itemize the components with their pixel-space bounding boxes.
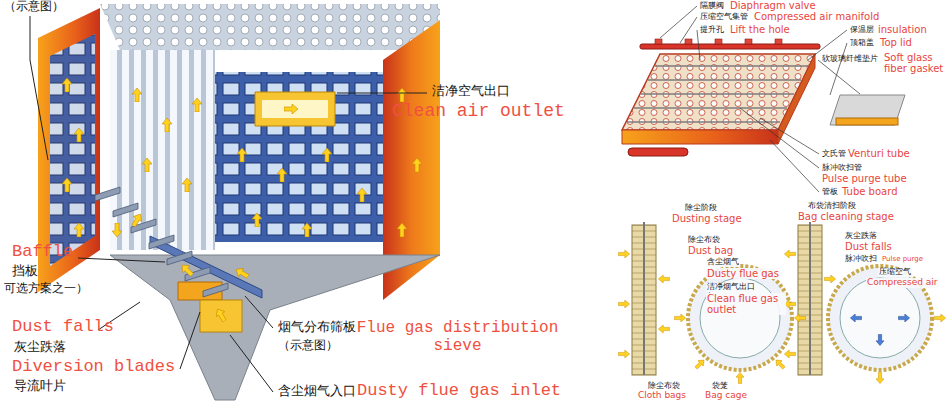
- part-label: 软玻璃纤维垫片: [822, 55, 878, 64]
- part-label: Venturi tube: [848, 148, 910, 159]
- part-label: 文氏管: [822, 150, 846, 159]
- part-label: 压缩空气集管: [700, 13, 748, 22]
- part-label: Dusty flue gas: [706, 268, 780, 279]
- part-label: Tube board: [842, 186, 897, 197]
- part-label: Diaphragm valve: [730, 0, 816, 11]
- part-label: Pulse purge: [882, 256, 923, 264]
- part-label: Dust bag: [688, 245, 733, 256]
- part-label: 提升孔: [700, 26, 724, 35]
- part-label: 含尘烟气入口: [278, 384, 356, 398]
- part-label: 含尘烟气: [706, 258, 740, 267]
- part-label: Diversion blades: [12, 358, 175, 377]
- part-label: 灰尘跌落: [14, 340, 66, 354]
- part-label: 除尘布袋: [648, 382, 680, 391]
- part-label: （示意图）: [4, 0, 64, 13]
- part-label: 洁净烟气出口: [706, 283, 756, 292]
- part-label: 烟气分布筛板: [278, 320, 356, 334]
- part-label: insulation: [878, 24, 927, 35]
- part-label: （示意图）: [278, 339, 338, 352]
- part-label: Cloth bags: [638, 391, 686, 401]
- part-label: Flue gas distribution sieve: [350, 320, 565, 355]
- part-label: 布袋清扫阶段: [808, 202, 856, 211]
- part-label: Dusting stage: [672, 213, 742, 224]
- part-label: Bag cage: [705, 391, 747, 401]
- part-label: Compressed air manifold: [754, 11, 879, 22]
- part-label: Top lid: [880, 37, 912, 48]
- part-label: 压缩空气: [878, 268, 912, 277]
- part-label: 可选方案之一）: [4, 282, 88, 295]
- part-label: 除尘布袋: [688, 236, 720, 245]
- part-label: 导流叶片: [14, 379, 66, 393]
- part-label: Soft glass fiber gasket: [884, 52, 944, 74]
- part-label: Bag cleaning stage: [798, 211, 894, 222]
- part-label: Baffle: [12, 243, 73, 262]
- part-label: 顶箱盖: [850, 39, 874, 48]
- part-label: 隔膜阀: [700, 2, 724, 11]
- part-label: 脉冲吹扫管: [822, 164, 862, 173]
- part-label: Clean flue gas outlet: [706, 293, 786, 315]
- part-label: Dust falls: [12, 318, 114, 337]
- part-label: 挡板: [12, 264, 38, 278]
- part-label: 灰尘跌落: [845, 232, 877, 241]
- part-label: Lift the hole: [730, 24, 790, 35]
- part-label: Compressed air: [866, 278, 939, 288]
- part-label: 脉冲吹扫: [845, 255, 877, 264]
- part-label: 洁净空气出口: [432, 84, 510, 98]
- part-label: 袋笼: [712, 382, 728, 391]
- part-label: Dusty flue gas inlet: [357, 382, 561, 401]
- part-label: Pulse purge tube: [822, 173, 907, 184]
- part-label: 管板: [822, 188, 838, 197]
- part-label: Dust falls: [845, 241, 892, 252]
- part-label: 保温层: [850, 26, 874, 35]
- part-label: 除尘阶段: [685, 204, 717, 213]
- part-label: Clean air outlet: [392, 102, 565, 122]
